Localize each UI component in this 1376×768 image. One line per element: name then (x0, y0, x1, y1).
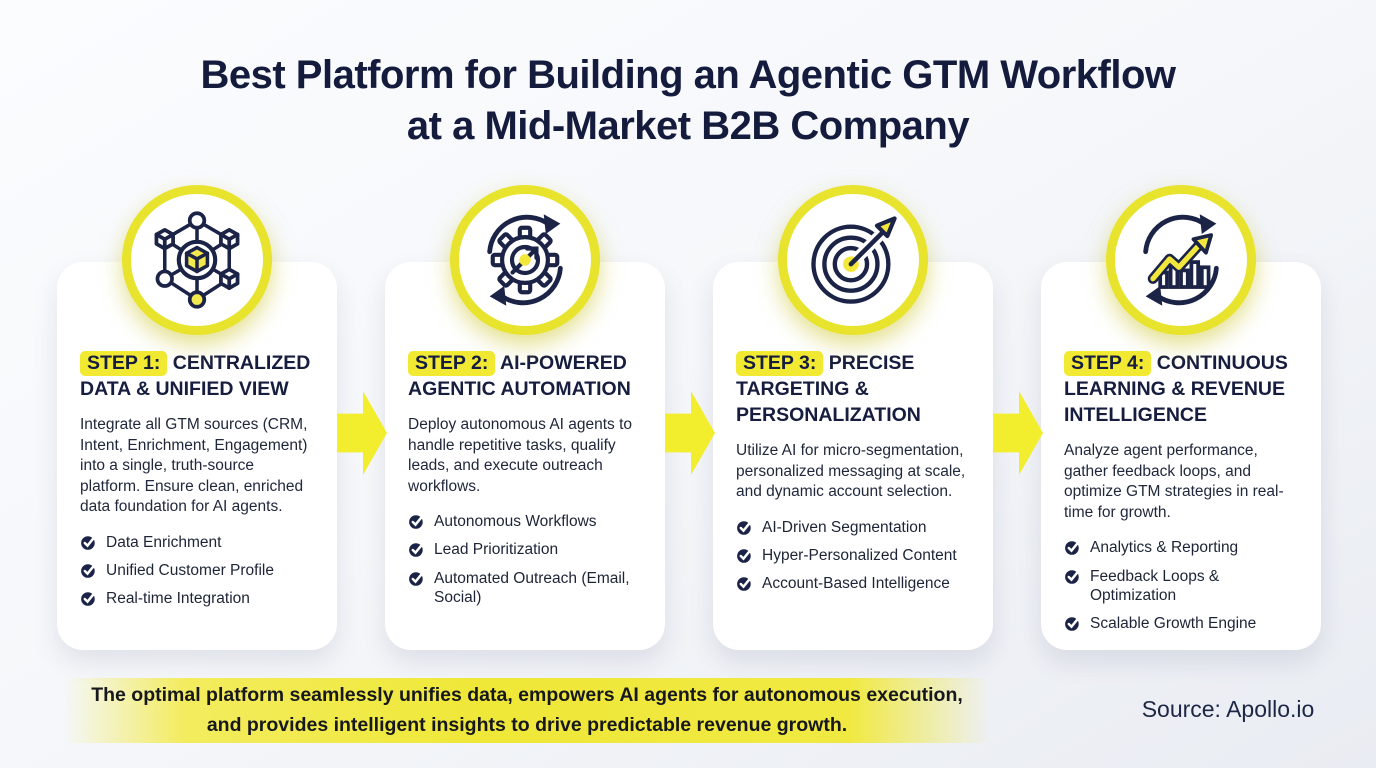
check-icon (736, 519, 752, 536)
step-1-badge: STEP 1: (80, 351, 168, 376)
step-2-icon-circle (450, 185, 600, 335)
bullet-item: Data Enrichment (80, 533, 314, 552)
network-hub-icon (154, 211, 240, 309)
check-icon (1064, 540, 1080, 557)
step-2-bullet-list: Autonomous Workflows Lead Prioritization… (408, 512, 642, 608)
summary-line2: and provides intelligent insights to dri… (206, 713, 848, 736)
growth-chart-icon (1129, 208, 1233, 312)
target-icon (811, 216, 897, 304)
bullet-label: Autonomous Workflows (434, 513, 597, 531)
summary-line1: The optimal platform seamlessly unifies … (91, 684, 963, 707)
bullet-item: Hyper-Personalized Content (736, 546, 970, 565)
step-1-heading-text: CENTRALIZED DATA & UNIFIED VIEW (80, 352, 311, 401)
step-2-description: Deploy autonomous AI agents to handle re… (408, 416, 633, 495)
page-title-line2: at a Mid-Market B2B Company (406, 104, 970, 149)
check-icon (80, 562, 96, 579)
bullet-item: Unified Customer Profile (80, 561, 314, 580)
check-icon (1064, 616, 1080, 633)
step-1-icon-circle (122, 185, 272, 335)
flow-arrow-icon (665, 391, 715, 475)
page-title-line1: Best Platform for Building an Agentic GT… (200, 53, 1176, 97)
bullet-item: Real-time Integration (80, 589, 314, 608)
bullet-item: Autonomous Workflows (408, 512, 642, 531)
step-3-badge: STEP 3: (736, 351, 824, 376)
bullet-label: Feedback Loops & Optimization (1090, 567, 1220, 604)
step-1-bullet-list: Data Enrichment Unified Customer Profile… (80, 533, 314, 609)
bullet-label: Unified Customer Profile (106, 561, 274, 579)
step-4-heading: STEP 4: CONTINUOUS LEARNING & REVENUE IN… (1064, 350, 1298, 428)
flow-arrow-icon (993, 391, 1043, 475)
check-icon (80, 591, 96, 608)
step-1-description: Integrate all GTM sources (CRM, Intent, … (80, 416, 308, 516)
flow-arrow-icon (337, 391, 387, 475)
step-3-icon-circle (778, 185, 928, 335)
check-icon (80, 534, 96, 551)
step-2-heading: STEP 2: AI-POWERED AGENTIC AUTOMATION (408, 350, 642, 402)
bullet-label: AI-Driven Segmentation (762, 518, 927, 536)
step-3-heading: STEP 3: PRECISE TARGETING & PERSONALIZAT… (736, 350, 970, 428)
check-icon (736, 548, 752, 565)
bullet-label: Lead Prioritization (434, 541, 559, 559)
bullet-label: Real-time Integration (106, 590, 250, 608)
bullet-item: Lead Prioritization (408, 540, 642, 559)
bullet-label: Automated Outreach (Email, Social) (434, 569, 630, 607)
step-4-heading-text: CONTINUOUS LEARNING & REVENUE INTELLIGEN… (1064, 352, 1288, 427)
bullet-item: Account-Based Intelligence (736, 574, 970, 593)
bullet-label: Account-Based Intelligence (762, 575, 950, 593)
bullet-item: Automated Outreach (Email, Social) (408, 569, 642, 608)
check-icon (408, 570, 424, 587)
step-4-icon-circle (1106, 185, 1256, 335)
source-attribution: Source: Apollo.io (1141, 696, 1315, 722)
bullet-label: Hyper-Personalized Content (762, 547, 957, 565)
gear-automation-icon (473, 208, 577, 312)
check-icon (736, 576, 752, 593)
step-4-description: Analyze agent performance, gather feedba… (1064, 442, 1284, 521)
bullet-item: Feedback Loops & Optimization (1064, 567, 1298, 606)
step-3-heading-text: PRECISE TARGETING & PERSONALIZATION (736, 352, 921, 427)
check-icon (408, 542, 424, 559)
check-icon (408, 514, 424, 531)
bullet-item: AI-Driven Segmentation (736, 518, 970, 537)
bullet-label: Scalable Growth Engine (1090, 615, 1257, 633)
step-3-description: Utilize AI for micro-segmentation, perso… (736, 442, 966, 501)
step-2-heading-text: AI-POWERED AGENTIC AUTOMATION (408, 352, 631, 401)
bullet-label: Analytics & Reporting (1090, 539, 1239, 557)
bullet-item: Analytics & Reporting (1064, 538, 1298, 557)
step-2-badge: STEP 2: (408, 351, 496, 376)
step-4-badge: STEP 4: (1064, 351, 1152, 376)
bullet-item: Scalable Growth Engine (1064, 614, 1298, 633)
bullet-label: Data Enrichment (106, 533, 222, 551)
check-icon (1064, 568, 1080, 585)
page-title: Best Platform for Building an Agentic GT… (0, 50, 1376, 152)
step-1-heading: STEP 1: CENTRALIZED DATA & UNIFIED VIEW (80, 350, 314, 402)
step-3-bullet-list: AI-Driven Segmentation Hyper-Personalize… (736, 518, 970, 594)
step-4-bullet-list: Analytics & Reporting Feedback Loops & O… (1064, 538, 1298, 634)
summary-banner: The optimal platform seamlessly unifies … (64, 678, 990, 743)
